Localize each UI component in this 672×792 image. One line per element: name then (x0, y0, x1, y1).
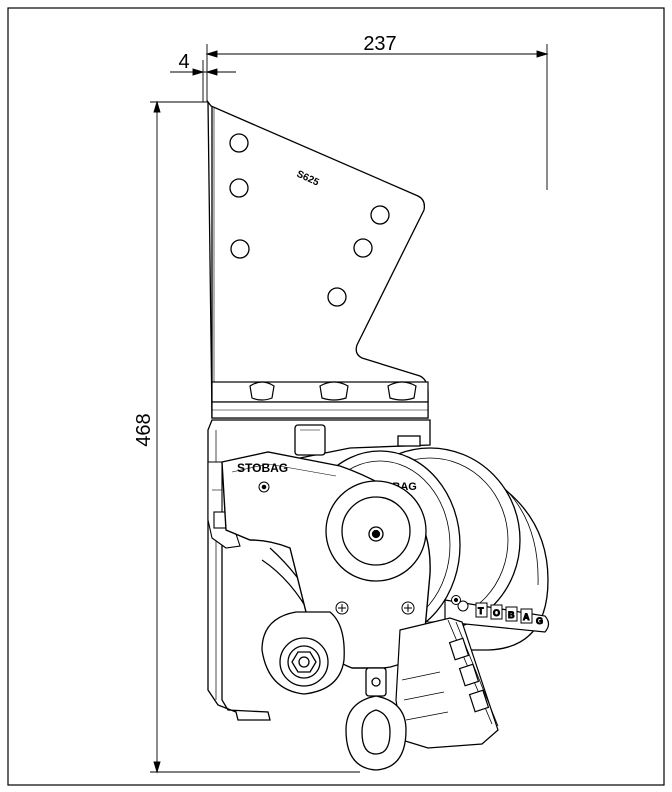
arm-screw-top (258, 481, 270, 493)
tube-letter-5: G (536, 616, 543, 626)
dimension-overall-height (150, 100, 360, 774)
bracket-base-flange (211, 381, 429, 419)
bracket-mounting-holes (229, 133, 390, 307)
tube-letter-4: A (523, 612, 530, 622)
dimension-overall-height-label: 468 (133, 413, 155, 446)
main-hub (325, 480, 427, 582)
dimension-overall-width-label: 237 (363, 33, 396, 55)
dimension-offset-label: 4 (178, 51, 189, 73)
arm-screws-lower (335, 595, 461, 615)
idler-pulley (261, 611, 345, 695)
drawing-border (7, 7, 665, 786)
crank-eye-hook (345, 667, 407, 771)
tube-brand-letters: T O B A G (457, 600, 544, 627)
dimension-offset (170, 60, 236, 102)
tube-letter-3: B (508, 610, 515, 620)
tube-letter-1: T (478, 606, 484, 616)
motor-gearbox (395, 617, 499, 749)
arm-brand-engraving: STOBAG (237, 461, 288, 475)
dimension-overall-width (205, 44, 549, 190)
tube-letter-2: O (493, 608, 500, 618)
